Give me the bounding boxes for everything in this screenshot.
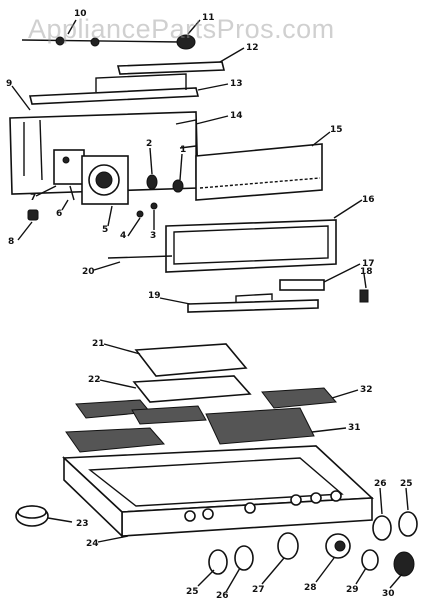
part-17-bracket[interactable]	[279, 279, 325, 291]
callout-22: 22	[88, 375, 101, 385]
callout-19: 19	[148, 291, 161, 301]
leader-lines	[11, 19, 409, 593]
part-8-knob[interactable]	[27, 209, 39, 221]
callout-12: 12	[246, 43, 259, 53]
part-16-frame[interactable]	[165, 219, 337, 273]
callout-27: 27	[252, 585, 265, 595]
callout-11: 11	[202, 13, 215, 23]
part-27-knob[interactable]	[277, 532, 299, 560]
callout-32: 32	[360, 385, 373, 395]
callout-23: 23	[76, 519, 89, 529]
callout-30: 30	[382, 589, 395, 599]
part-25-knob-left[interactable]	[208, 549, 228, 575]
part-22-burner-box[interactable]	[132, 375, 252, 403]
part-18-clip[interactable]	[359, 289, 369, 303]
callout-28: 28	[304, 583, 317, 593]
callout-7: 7	[30, 193, 36, 203]
callout-9: 9	[6, 79, 12, 89]
callout-21: 21	[92, 339, 105, 349]
callout-8: 8	[8, 237, 14, 247]
callout-26-left: 26	[216, 591, 229, 600]
callout-26-right: 26	[374, 479, 387, 489]
callout-24: 24	[86, 539, 99, 549]
callout-25-left: 25	[186, 587, 199, 597]
part-13-bracket[interactable]	[28, 73, 200, 105]
part-25-knob-right[interactable]	[398, 511, 418, 537]
callout-31: 31	[348, 423, 361, 433]
part-31-grate[interactable]	[205, 407, 315, 445]
callout-20: 20	[82, 267, 95, 277]
part-26-knob-right[interactable]	[372, 515, 392, 541]
part-6-bracket[interactable]	[69, 185, 75, 201]
callout-4: 4	[120, 231, 126, 241]
burner-left[interactable]	[65, 427, 166, 453]
callout-18: 18	[360, 267, 373, 277]
part-10-rod[interactable]	[21, 36, 181, 47]
callout-13: 13	[230, 79, 243, 89]
part-3-screw[interactable]	[150, 202, 158, 210]
callout-3: 3	[150, 231, 156, 241]
part-5-clock[interactable]	[81, 155, 129, 205]
part-26-knob-left[interactable]	[234, 545, 254, 571]
callout-5: 5	[102, 225, 108, 235]
part-24-cooktop[interactable]	[62, 445, 374, 538]
part-12-bar[interactable]	[116, 61, 226, 75]
part-4-nut[interactable]	[136, 210, 144, 218]
part-11-knob[interactable]	[176, 34, 196, 50]
part-2-switch[interactable]	[146, 174, 158, 190]
callout-6: 6	[56, 209, 62, 219]
part-23-cap[interactable]	[15, 505, 49, 527]
callout-1: 1	[180, 145, 186, 155]
callout-14: 14	[230, 111, 243, 121]
grate-left[interactable]	[75, 399, 207, 425]
callout-2: 2	[146, 139, 152, 149]
callout-16: 16	[362, 195, 375, 205]
part-29-knob[interactable]	[361, 549, 379, 571]
callout-labels: 10 11 12 13 9 14 15 2 1 7 6 5 4 3 8 16 2…	[6, 9, 413, 601]
part-28-knob[interactable]	[325, 533, 351, 559]
part-19-trim[interactable]	[187, 293, 319, 313]
part-32-grate[interactable]	[261, 387, 338, 409]
part-30-knob[interactable]	[393, 551, 415, 577]
part-1-switch[interactable]	[172, 179, 184, 193]
callout-17: 17	[362, 259, 375, 269]
callout-15: 15	[330, 125, 343, 135]
part-7-plate[interactable]	[53, 149, 85, 185]
part-21-burner-cover[interactable]	[134, 343, 248, 377]
part-15-panel[interactable]	[195, 143, 323, 201]
part-20-bracket[interactable]	[107, 255, 173, 259]
callout-25-right: 25	[400, 479, 413, 489]
callout-10: 10	[74, 9, 87, 19]
callout-29: 29	[346, 585, 359, 595]
